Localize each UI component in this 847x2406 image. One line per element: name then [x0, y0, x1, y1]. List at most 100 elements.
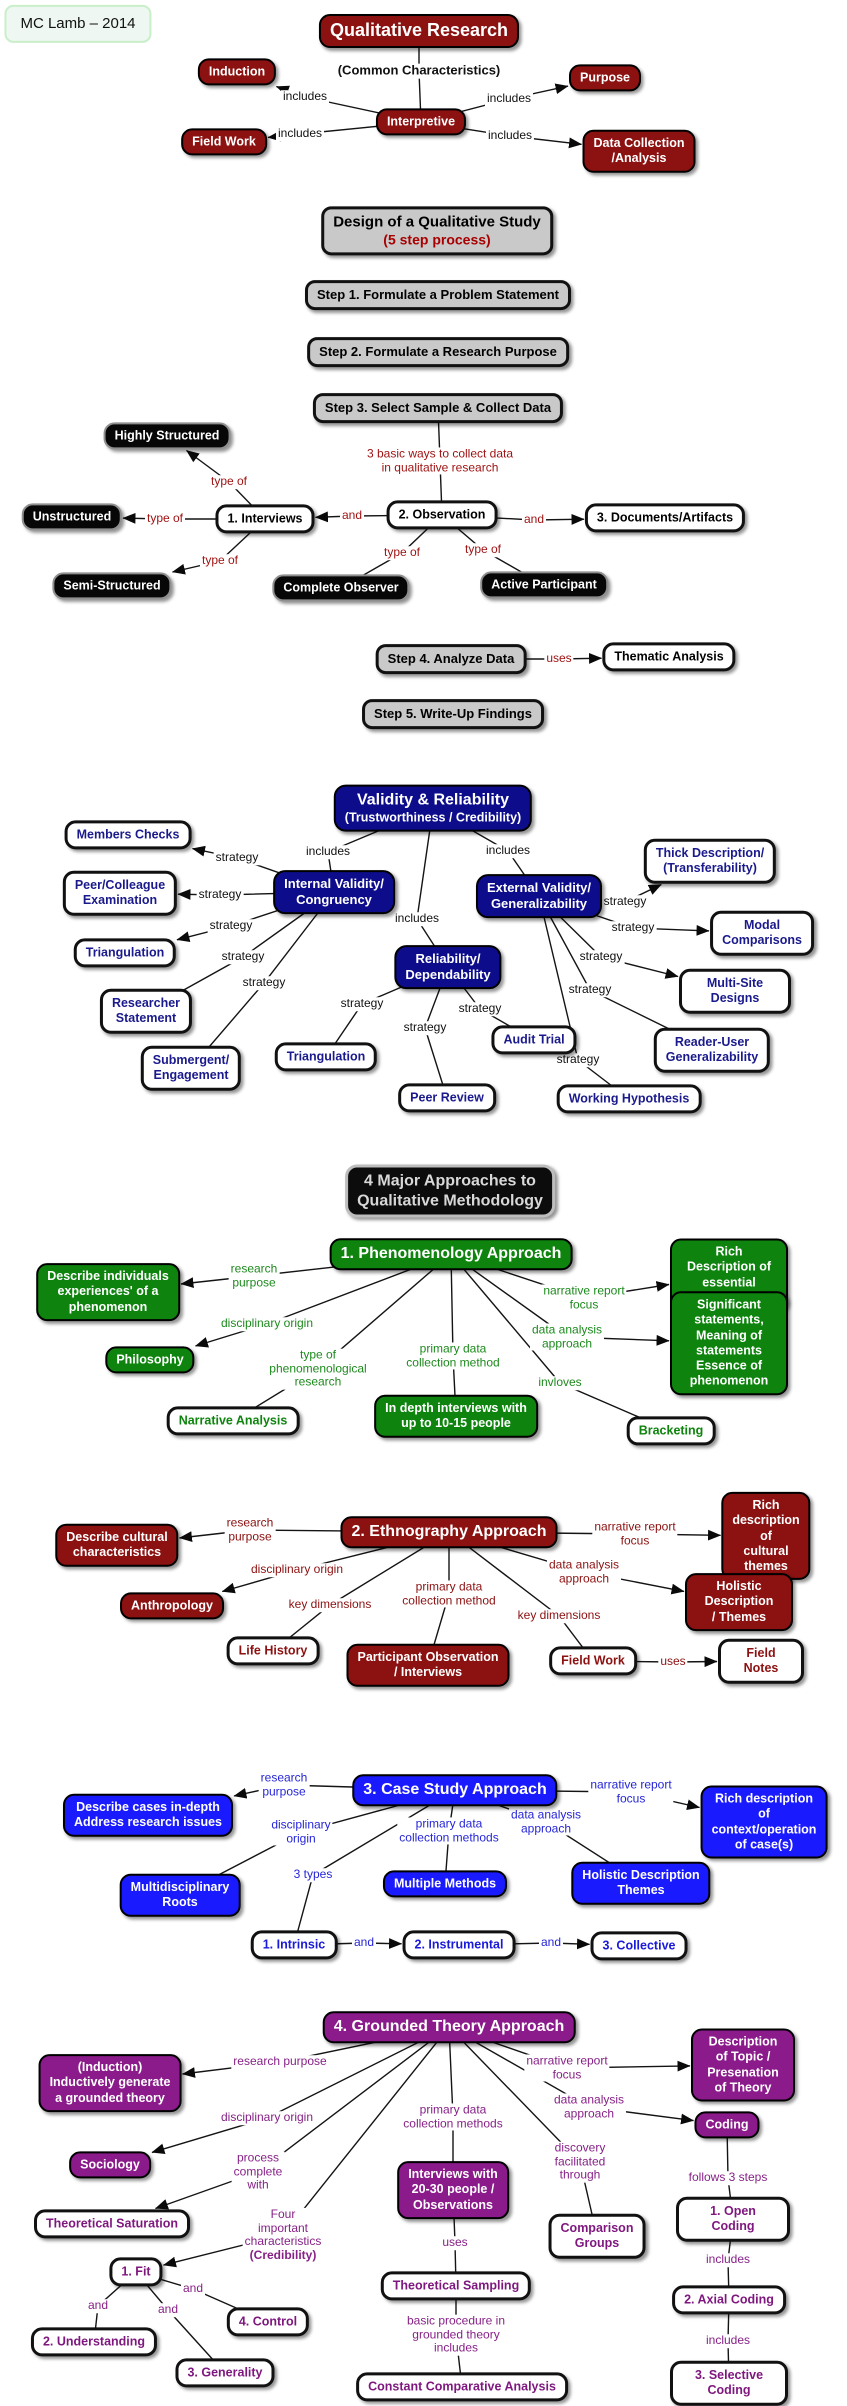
link-label[interactable]: invloves: [536, 1376, 584, 1390]
node-constant[interactable]: Constant Comparative Analysis: [356, 2372, 568, 2402]
node-step3[interactable]: Step 3. Select Sample & Collect Data: [312, 393, 564, 423]
link-label[interactable]: key dimensions: [515, 1609, 603, 1623]
node-interviews2030[interactable]: Interviews with 20-30 people / Observati…: [397, 2161, 509, 2219]
link-label[interactable]: includes: [485, 129, 535, 143]
node-holistic1[interactable]: Holistic Description / Themes: [685, 1573, 793, 1631]
node-lifehist[interactable]: Life History: [226, 1636, 320, 1666]
node-fourmajor[interactable]: 4 Major Approaches to Qualitative Method…: [345, 1164, 555, 1218]
node-partobs[interactable]: Participant Observation / Interviews: [346, 1643, 510, 1687]
node-multimethods[interactable]: Multiple Methods: [382, 1870, 508, 1898]
node-triang1[interactable]: Triangulation: [73, 938, 177, 968]
link-label[interactable]: includes: [280, 90, 330, 104]
link-label[interactable]: uses: [658, 1655, 688, 1669]
link-label[interactable]: primary data collection methods: [397, 1817, 501, 1845]
link-label[interactable]: includes: [392, 912, 442, 926]
node-peerrev[interactable]: Peer Review: [398, 1083, 496, 1113]
link-label[interactable]: disciplinary origin: [269, 1818, 333, 1846]
node-selective[interactable]: 3. Selective Coding: [670, 2360, 788, 2406]
node-step1[interactable]: Step 1. Formulate a Problem Statement: [304, 280, 572, 310]
node-desccult[interactable]: Describe cultural characteristics: [55, 1523, 179, 1567]
node-intrinsic[interactable]: 1. Intrinsic: [250, 1930, 338, 1960]
link-label[interactable]: (Common Characteristics): [335, 63, 503, 79]
node-peercoll[interactable]: Peer/Colleague Examination: [62, 870, 178, 916]
link-label[interactable]: research purpose: [224, 1516, 276, 1544]
node-axial[interactable]: 2. Axial Coding: [672, 2285, 786, 2315]
link-label[interactable]: strategy: [601, 895, 649, 909]
node-validity[interactable]: Validity & Reliability(Trustworthiness /…: [333, 784, 533, 832]
link-label[interactable]: disciplinary origin: [218, 1317, 316, 1331]
link-label[interactable]: strategy: [240, 976, 288, 990]
node-modal[interactable]: Modal Comparisons: [710, 910, 814, 956]
node-generality[interactable]: 3. Generality: [175, 2358, 275, 2388]
link-label[interactable]: disciplinary origin: [218, 2111, 316, 2125]
node-observation[interactable]: 2. Observation: [386, 500, 498, 530]
link-label[interactable]: includes: [703, 2334, 753, 2348]
node-coding[interactable]: Coding: [694, 2111, 760, 2139]
link-label[interactable]: Four important characteristics(Credibili…: [242, 2207, 324, 2263]
node-case[interactable]: 3. Case Study Approach: [352, 1774, 558, 1806]
node-design[interactable]: Design of a Qualitative Study(5 step pro…: [321, 206, 553, 256]
node-qualres[interactable]: Qualitative Research: [318, 14, 520, 48]
node-thick[interactable]: Thick Description/ (Transferability): [643, 838, 777, 884]
link-label[interactable]: research purpose: [231, 2055, 329, 2069]
link-label[interactable]: strategy: [338, 997, 386, 1011]
link-label[interactable]: and: [85, 2299, 111, 2313]
link-label[interactable]: primary data collection method: [400, 1580, 498, 1608]
node-datacoll[interactable]: Data Collection /Analysis: [582, 129, 696, 173]
link-label[interactable]: narrative report focus: [592, 1520, 678, 1548]
node-fieldwork1[interactable]: Field Work: [181, 128, 267, 156]
node-phil[interactable]: Philosophy: [105, 1346, 195, 1374]
node-opencoding[interactable]: 1. Open Coding: [676, 2196, 790, 2242]
node-multiroots[interactable]: Multidisciplinary Roots: [119, 1873, 241, 1917]
node-interviews[interactable]: 1. Interviews: [215, 504, 315, 534]
link-label[interactable]: discovery facilitated through: [552, 2141, 608, 2183]
link-label[interactable]: type of: [199, 554, 241, 568]
link-label[interactable]: strategy: [207, 919, 255, 933]
link-label[interactable]: strategy: [196, 888, 244, 902]
link-label[interactable]: follows 3 steps: [686, 2171, 770, 2185]
link-label[interactable]: strategy: [456, 1002, 504, 1016]
node-desccases[interactable]: Describe cases in-depth Address research…: [62, 1793, 234, 1837]
node-anthro[interactable]: Anthropology: [120, 1592, 224, 1620]
node-theosat[interactable]: Theoretical Saturation: [34, 2209, 190, 2239]
node-ethno[interactable]: 2. Ethnography Approach: [340, 1516, 558, 1548]
node-understanding[interactable]: 2. Understanding: [30, 2327, 158, 2357]
link-label[interactable]: type of: [208, 475, 250, 489]
node-members[interactable]: Members Checks: [64, 820, 192, 850]
link-label[interactable]: strategy: [577, 950, 625, 964]
link-label[interactable]: includes: [275, 127, 325, 141]
link-label[interactable]: strategy: [566, 983, 614, 997]
link-label[interactable]: research purpose: [228, 1262, 280, 1290]
link-label[interactable]: 3 basic ways to collect data in qualitat…: [364, 447, 516, 475]
link-label[interactable]: and: [155, 2303, 181, 2317]
link-label[interactable]: basic procedure in grounded theory inclu…: [404, 2314, 508, 2356]
node-documents[interactable]: 3. Documents/Artifacts: [584, 503, 746, 533]
link-label[interactable]: uses: [440, 2236, 470, 2250]
node-richcontext[interactable]: Rich description of context/operation of…: [700, 1785, 828, 1859]
link-label[interactable]: and: [351, 1936, 377, 1950]
node-step2[interactable]: Step 2. Formulate a Research Purpose: [307, 337, 569, 367]
link-label[interactable]: data analysis approach: [529, 1323, 605, 1351]
node-working[interactable]: Working Hypothesis: [556, 1084, 702, 1114]
node-fieldwork2[interactable]: Field Work: [549, 1646, 637, 1676]
link-label[interactable]: strategy: [554, 1053, 602, 1067]
node-compgroups[interactable]: Comparison Groups: [548, 2213, 646, 2259]
node-researcher[interactable]: Researcher Statement: [99, 988, 193, 1034]
node-control[interactable]: 4. Control: [226, 2307, 310, 2337]
node-sociology[interactable]: Sociology: [69, 2151, 151, 2179]
node-desctopic[interactable]: Description of Topic / Presenation of Th…: [691, 2028, 795, 2102]
link-label[interactable]: includes: [483, 844, 533, 858]
link-label[interactable]: narrative report focus: [541, 1284, 627, 1312]
node-brack[interactable]: Bracketing: [626, 1416, 716, 1446]
node-descind[interactable]: Describe individuals experiences' of a p…: [36, 1263, 180, 1321]
link-label[interactable]: narrative report focus: [588, 1778, 674, 1806]
link-label[interactable]: strategy: [401, 1021, 449, 1035]
link-label[interactable]: type of phenomenological research: [267, 1348, 369, 1390]
link-label[interactable]: strategy: [219, 950, 267, 964]
link-label[interactable]: research purpose: [258, 1771, 310, 1799]
link-label[interactable]: strategy: [213, 851, 261, 865]
node-step5[interactable]: Step 5. Write-Up Findings: [362, 699, 544, 729]
link-label[interactable]: data analysis approach: [551, 2093, 627, 2121]
link-label[interactable]: strategy: [609, 921, 657, 935]
node-fieldnotes[interactable]: Field Notes: [718, 1638, 804, 1684]
